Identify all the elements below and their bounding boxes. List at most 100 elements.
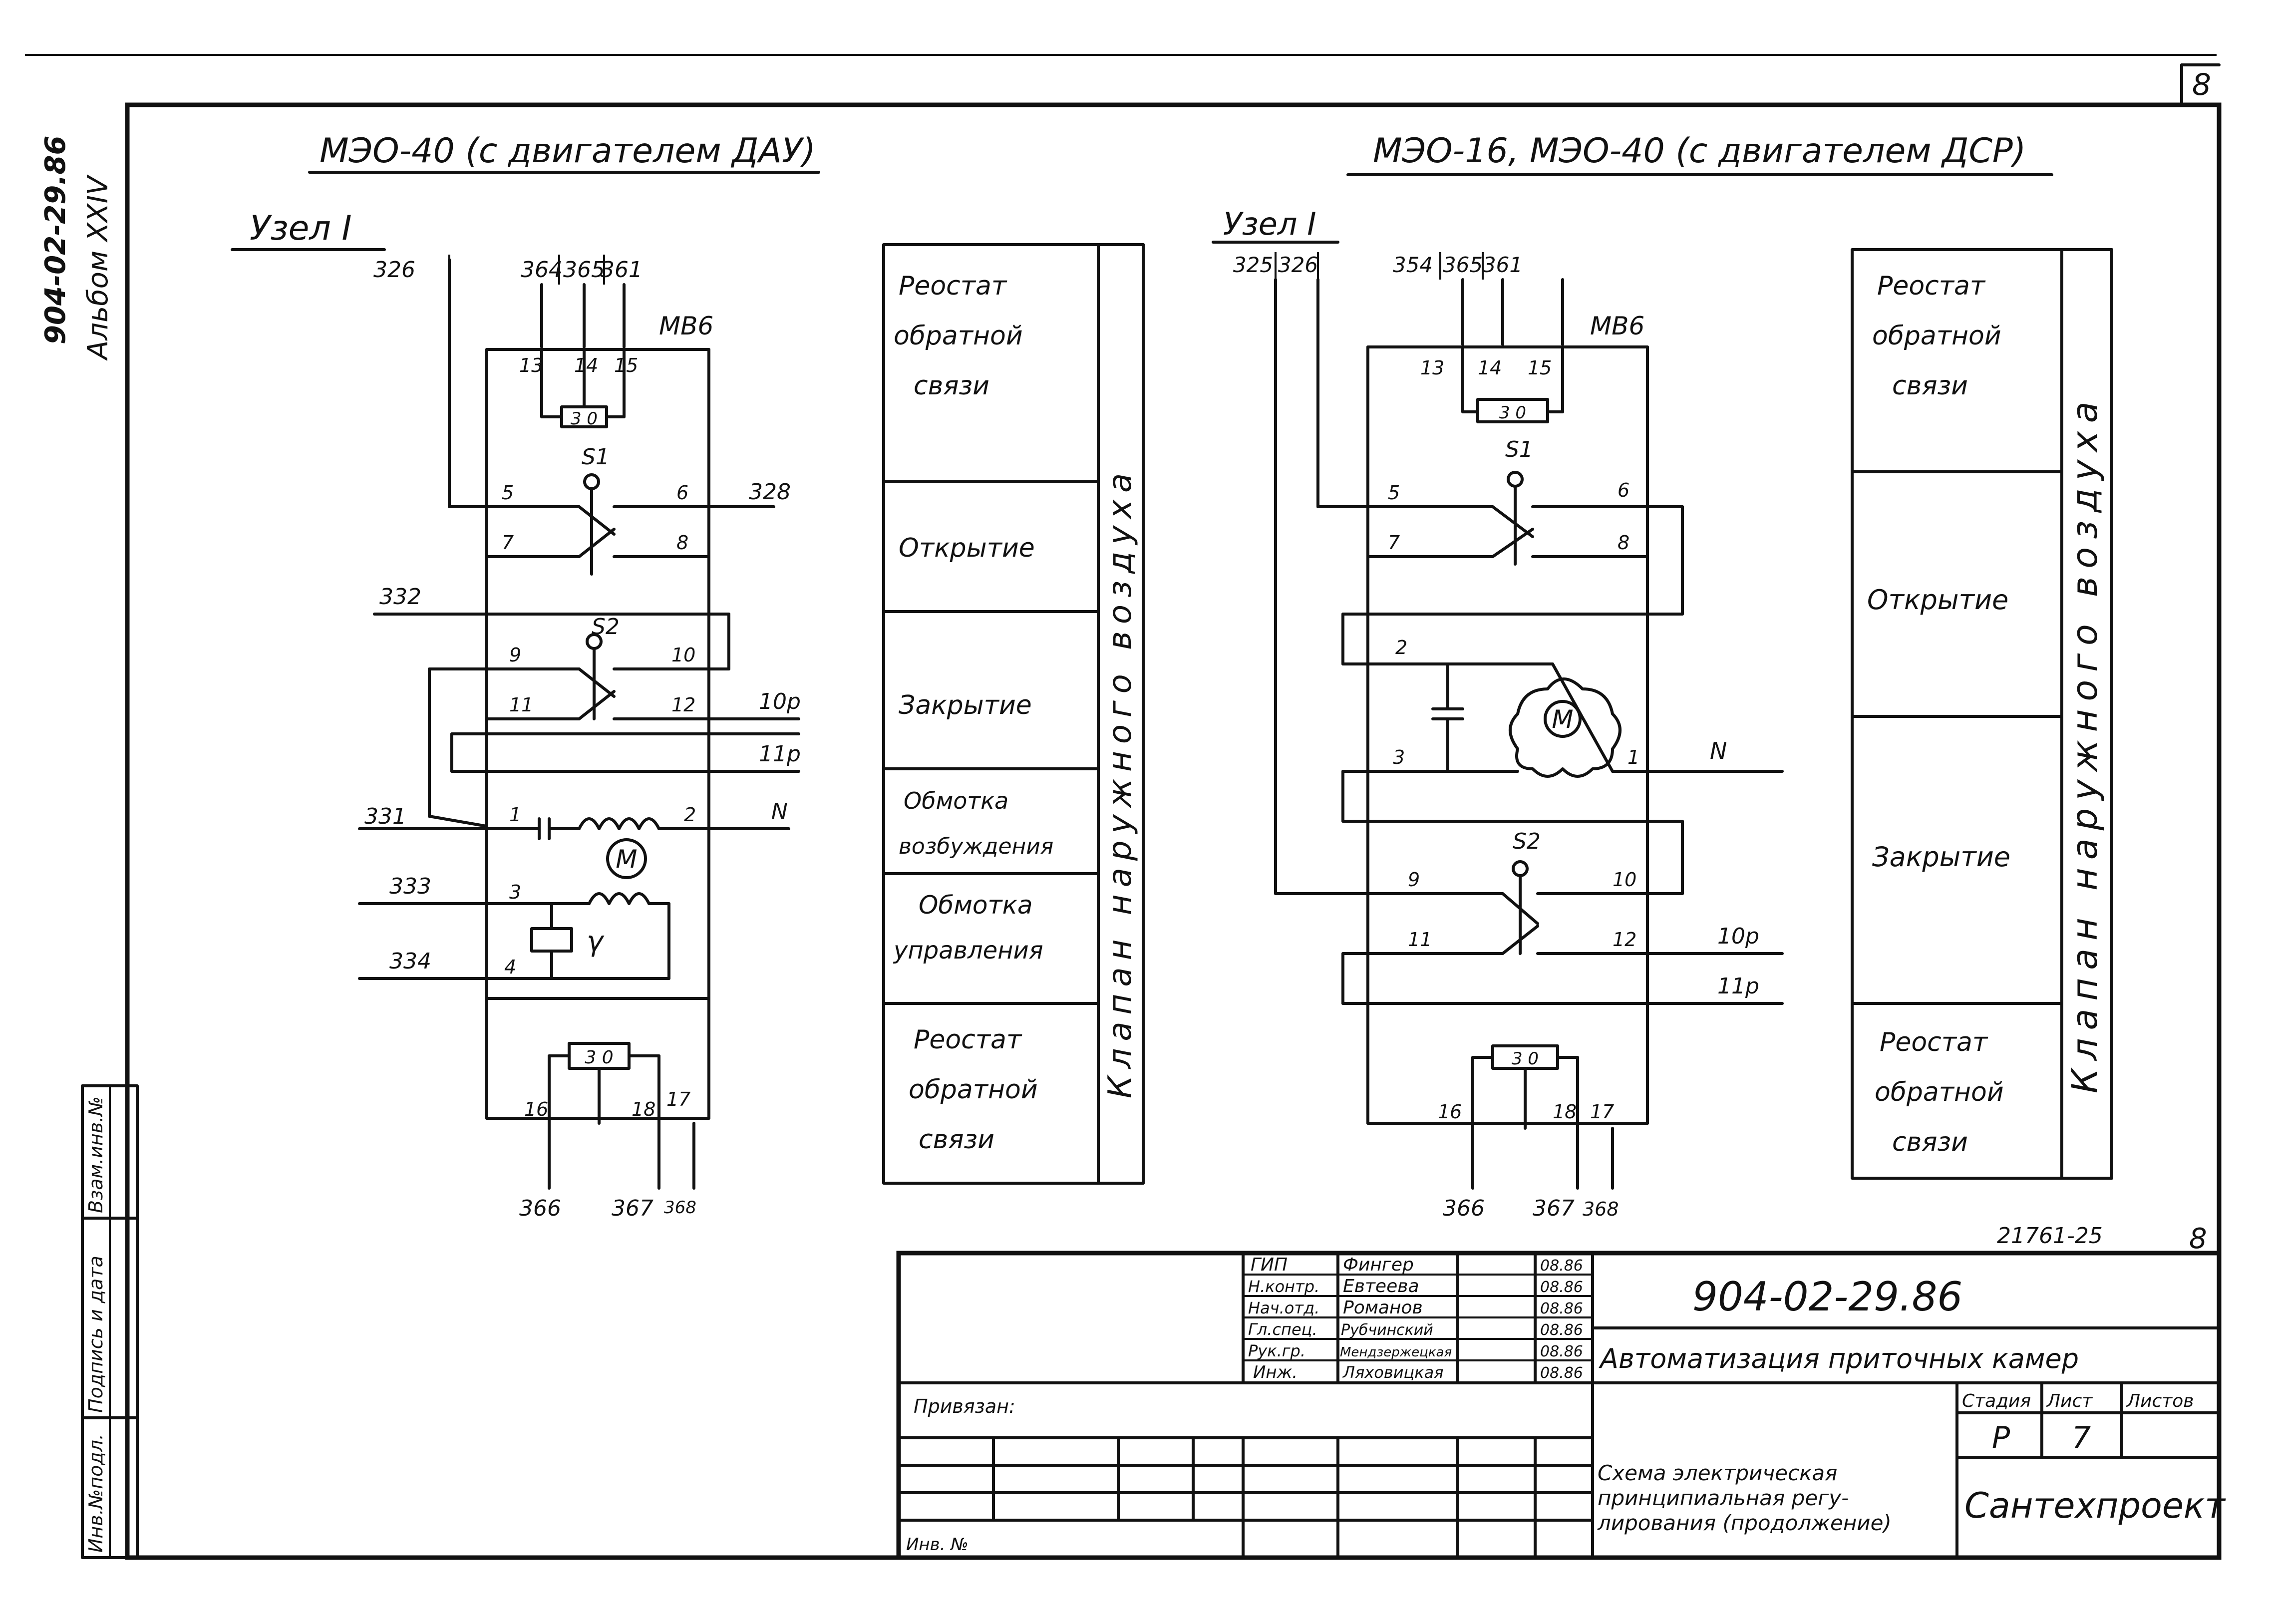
legend-right-text: Реостат (1877, 271, 1986, 301)
left-top-wire: 361 (601, 257, 643, 283)
signer-date: 08.86 (1540, 1257, 1583, 1275)
legend-left-text: Реостат (914, 1025, 1022, 1055)
right-contact: 8 (1618, 532, 1629, 554)
side-doc-code: 904-02-29.86 (39, 136, 72, 344)
signer-name: Романов (1343, 1298, 1423, 1318)
stamp-inv-label: Инв.№подл. (85, 1434, 107, 1553)
left-contact: 9 (509, 644, 521, 666)
legend-left-text: обратной (909, 1075, 1038, 1105)
signer-name: Фингер (1343, 1255, 1414, 1275)
sheet-number: 8 (2192, 67, 2211, 102)
left-bottom-wire: 366 (519, 1196, 561, 1221)
left-node-label: Узел I (250, 209, 352, 248)
left-right-wire: 328 (749, 479, 791, 505)
left-switch-s1: S1 (582, 444, 610, 470)
right-top-wire: 326 (1278, 253, 1318, 277)
sheets-header: Листов (2126, 1391, 2194, 1411)
right-contact: 7 (1388, 532, 1400, 554)
signer-name: Ляховицкая (1342, 1363, 1443, 1382)
right-bottom-wire: 366 (1443, 1196, 1485, 1221)
side-code: 904-02-29.86 Альбом XXIV (39, 136, 114, 361)
left-left-wire: 333 (389, 874, 431, 899)
stamp-sign-label: Подпись и дата (85, 1256, 107, 1413)
sheet-value: 7 (2072, 1420, 2091, 1455)
signer-role: Гл.спец. (1248, 1320, 1317, 1339)
sheet-mark: 8 (2189, 1223, 2207, 1255)
left-contact: 5 (502, 482, 514, 504)
left-top-wire: 326 (373, 257, 415, 283)
attached-label: Привязан: (914, 1395, 1015, 1417)
left-rheostat-top: 3 0 (571, 409, 598, 429)
stage-header: Стадия (1962, 1391, 2031, 1411)
legend-right: Реостат обратной связи Открытие Закрытие… (1851, 248, 2113, 1180)
legend-right-text: обратной (1875, 1077, 2004, 1107)
signer-name: Мендзержецкая (1340, 1345, 1452, 1360)
right-contact: 9 (1408, 869, 1420, 891)
drawing-title: принципиальная регу- (1598, 1486, 1849, 1510)
right-scheme-title: МЭО-16, МЭО-40 (с двигателем ДСР) (1373, 131, 2026, 171)
right-contact: 13 (1420, 357, 1444, 379)
legend-left: Реостат обратной связи Открытие Закрытие… (882, 243, 1145, 1185)
left-right-wire: N (771, 799, 788, 824)
drawing-title: лирования (продолжение) (1597, 1511, 1892, 1535)
left-stamp: Инв.№подл. Подпись и дата Взам.инв.№ (81, 1084, 139, 1559)
legend-left-text: Реостат (899, 271, 1007, 301)
right-contact: 15 (1528, 357, 1552, 379)
left-contact: 1 (509, 804, 521, 826)
left-contact: 16 (524, 1098, 548, 1120)
left-contact: 18 (632, 1098, 655, 1120)
right-contact: 14 (1478, 357, 1502, 379)
right-contact: 1 (1627, 746, 1639, 768)
signer-role: Н.контр. (1248, 1277, 1319, 1296)
right-right-wire: 10р (1717, 924, 1759, 949)
legend-left-text: управления (893, 937, 1043, 965)
legend-left-text: Обмотка (904, 787, 1008, 814)
right-contact: 16 (1438, 1101, 1462, 1123)
legend-left-text: Закрытие (899, 690, 1032, 720)
left-motor (606, 838, 647, 879)
signer-role: Рук.гр. (1248, 1341, 1305, 1360)
signer-role: Инж. (1253, 1362, 1297, 1382)
left-top-wire: 364 (521, 257, 563, 283)
legend-left-text: возбуждения (899, 834, 1053, 859)
left-contact: 10 (671, 644, 695, 666)
right-top-wire: 361 (1483, 253, 1523, 277)
left-contact: 13 (519, 354, 543, 376)
right-node-label: Узел I (1223, 206, 1316, 242)
left-scheme-title: МЭО-40 (с двигателем ДАУ) (320, 131, 816, 171)
signer-date: 08.86 (1540, 1364, 1583, 1382)
legend-left-text: связи (914, 371, 989, 401)
signer-role: ГИП (1251, 1255, 1288, 1275)
left-contact: 14 (574, 354, 598, 376)
left-contact: 8 (676, 532, 688, 554)
stage-value: Р (1992, 1420, 2010, 1455)
right-contact: 2 (1395, 637, 1407, 658)
legend-left-side-label: Клапан наружного воздуха (1102, 466, 1139, 1098)
organization: Сантехпроект (1964, 1485, 2226, 1526)
left-contact: 6 (676, 482, 688, 504)
signer-name: Евтеева (1343, 1276, 1419, 1297)
left-top-wire: 365 (563, 257, 605, 283)
sheet-header: Лист (2046, 1391, 2093, 1411)
right-contact: 18 (1553, 1101, 1577, 1123)
right-scheme: МЭО-16, МЭО-40 (с двигателем ДСР) Узел I… (1212, 131, 2053, 1221)
left-gamma: γ (587, 926, 605, 958)
left-scheme: МЭО-40 (с двигателем ДАУ) Узел I 326 364… (231, 131, 820, 1221)
left-right-wire: 11р (759, 741, 801, 767)
left-left-wire: 334 (389, 949, 431, 974)
project-title: Автоматизация приточных камер (1599, 1343, 2079, 1374)
right-top-wire: 365 (1443, 253, 1483, 277)
right-contact: 12 (1613, 929, 1636, 951)
left-contact: 7 (502, 532, 514, 554)
right-top-wire: 354 (1393, 253, 1433, 277)
title-block: 21761-25 8 ГИП Фингер 08.86 Н.контр. Евт… (896, 1223, 2226, 1560)
right-motor (1544, 700, 1582, 738)
project-code: 904-02-29.86 (1692, 1274, 1962, 1320)
right-contact: 10 (1613, 869, 1636, 891)
signer-date: 08.86 (1540, 1343, 1583, 1360)
signer-date: 08.86 (1540, 1300, 1583, 1317)
left-left-wire: 332 (379, 584, 421, 610)
right-rheostat-top: 3 0 (1499, 403, 1526, 423)
right-terminal-block: МВ6 (1590, 312, 1644, 340)
right-contact: 11 (1408, 929, 1432, 951)
